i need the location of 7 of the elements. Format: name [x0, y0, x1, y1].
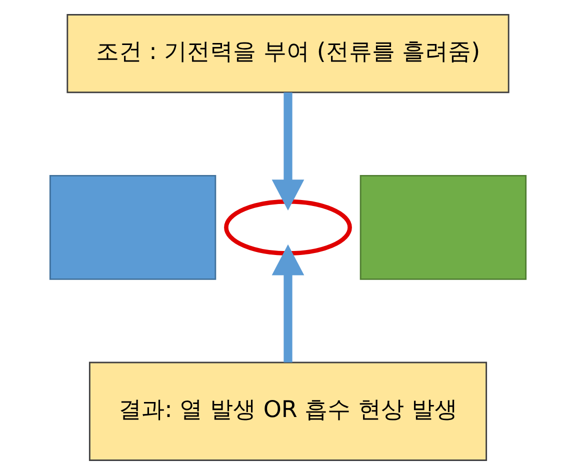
node-box [48, 174, 216, 280]
node-box: 조건 : 기전력을 부여 (전류를 흘려줌) [66, 14, 509, 93]
node-ellipse [224, 198, 352, 255]
arrow [271, 244, 304, 362]
arrow [271, 92, 304, 210]
node-box [359, 174, 526, 280]
node-box: 결과: 열 발생 OR 흡수 현상 발생 [88, 361, 487, 460]
